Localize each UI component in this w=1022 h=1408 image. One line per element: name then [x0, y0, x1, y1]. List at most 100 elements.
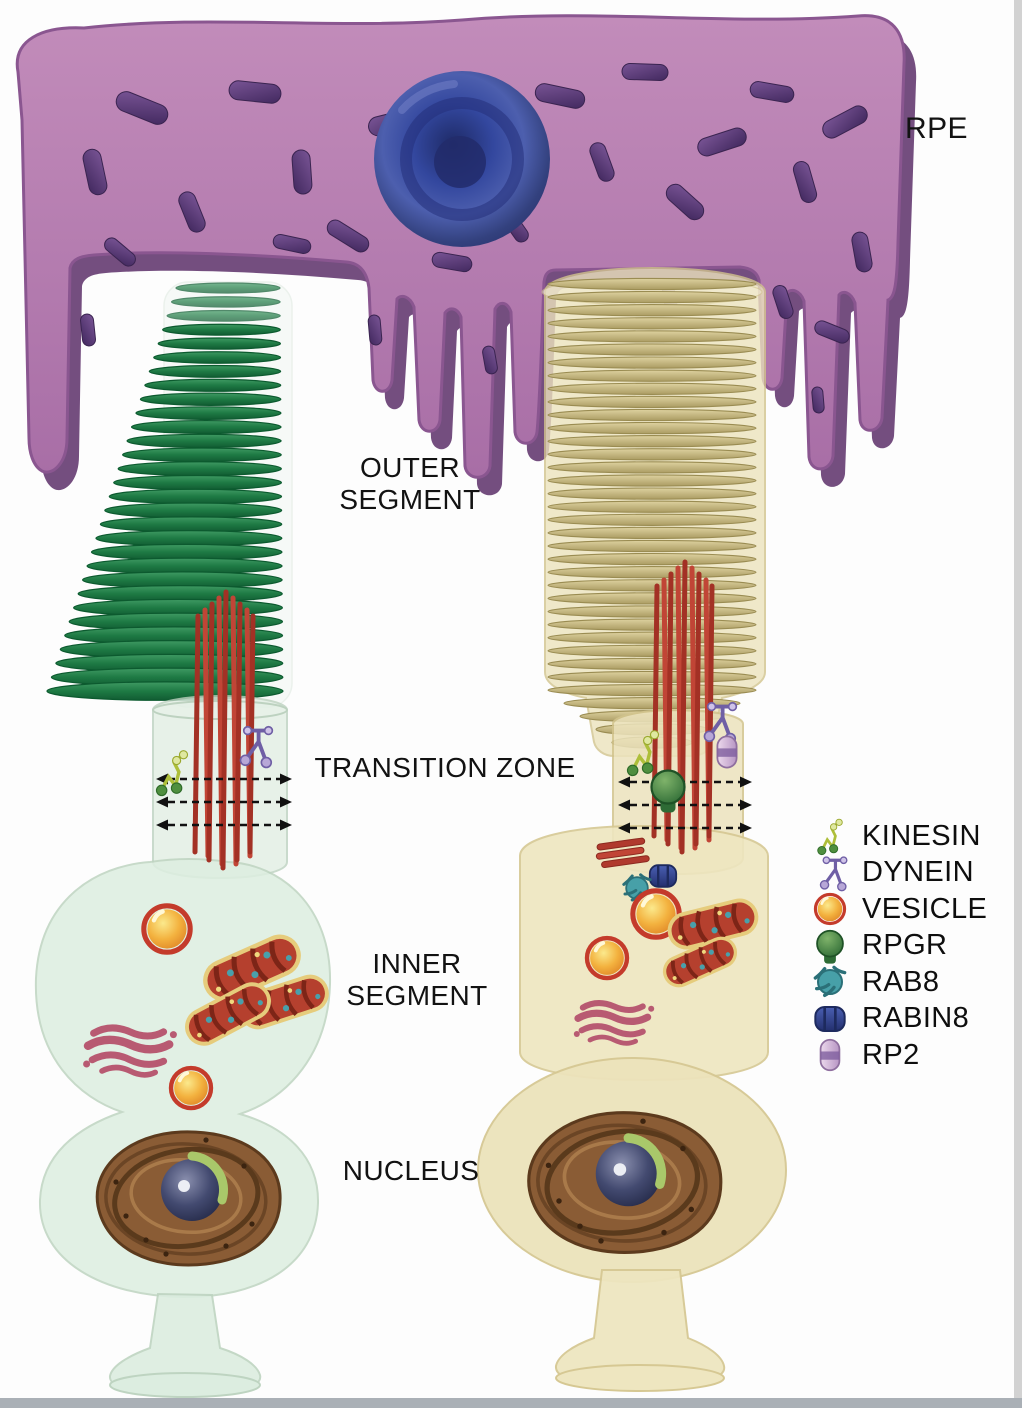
melanosome [811, 386, 825, 414]
cone-disc [547, 644, 757, 657]
melanosome [851, 231, 873, 273]
melanosome-granules [80, 62, 873, 414]
melanosome [272, 234, 312, 254]
melanosome [82, 148, 108, 196]
dynein-icon [818, 855, 849, 893]
barrier-arrowhead [280, 819, 292, 831]
rod-disc [130, 419, 282, 435]
cone-disc [547, 369, 757, 382]
cone-disc [547, 552, 757, 566]
microtubule [247, 613, 256, 855]
barrier-arrowhead [280, 796, 292, 808]
cone-disc [547, 382, 757, 395]
cone-disc [547, 513, 757, 526]
rabin8-icon [648, 864, 678, 888]
transition-zone-label: TRANSITION ZONE [314, 752, 576, 783]
melanosome [482, 345, 498, 375]
barrier-arrowhead [156, 819, 168, 831]
outer-segment-label: OUTER SEGMENT [339, 452, 481, 516]
barrier-arrowhead [740, 799, 752, 811]
rod-disc [113, 474, 283, 491]
cone-disc [547, 408, 757, 422]
barrier-arrowhead [156, 796, 168, 808]
legend-item-rpgr: RPGR [810, 928, 987, 965]
barrier-arrowhead [740, 776, 752, 788]
barrier-arrowhead [618, 799, 630, 811]
cone-disc [547, 421, 757, 435]
cone-nucleus [529, 1113, 721, 1253]
rod-photoreceptor [34, 281, 331, 1398]
cone-disc [547, 395, 757, 409]
melanosome [534, 83, 586, 109]
cone-disc [547, 592, 757, 605]
cone-foot [555, 1364, 725, 1392]
cone-disc [547, 670, 757, 684]
rod-disc [166, 309, 281, 322]
melanosome [665, 183, 705, 221]
cone-disc [547, 683, 757, 697]
cone-disc [547, 317, 757, 330]
microtubule [192, 613, 201, 855]
rod-axoneme-microtubules [192, 589, 256, 871]
window-right-edge [1014, 0, 1022, 1408]
cone-disc [547, 435, 757, 448]
rod-disc [153, 351, 282, 364]
legend-label: VESICLE [862, 892, 988, 925]
legend-item-vesicle: VESICLE [810, 891, 987, 928]
melanosome [178, 191, 206, 233]
melanosome [772, 284, 794, 320]
rpe-label: RPE [905, 112, 968, 145]
melanosome [291, 149, 313, 195]
cone-disc [547, 290, 757, 304]
melanosome [589, 142, 615, 182]
cone-disc [547, 304, 757, 317]
melanosome [749, 81, 795, 103]
rod-disc [104, 502, 283, 519]
melanosome [367, 314, 383, 346]
rpgr-icon [816, 929, 844, 965]
cone-disc [547, 356, 757, 369]
legend-label: DYNEIN [862, 856, 974, 889]
vesicle [144, 906, 190, 952]
legend-item-dynein: DYNEIN [810, 855, 987, 893]
melanosome [431, 251, 473, 273]
cone-disc [547, 461, 757, 474]
legend-label: RP2 [862, 1038, 920, 1071]
vesicle-icon [813, 893, 847, 926]
cone-disc [547, 618, 757, 631]
rod-disc [148, 364, 282, 378]
melanosome [792, 161, 818, 203]
cone-disc [547, 657, 757, 671]
rod-disc [108, 488, 283, 505]
cone-disc [547, 448, 757, 461]
rod-foot [109, 1372, 261, 1398]
vesicle [171, 1068, 211, 1108]
cone-disc [547, 330, 757, 343]
rod-outer-segment-discs [46, 282, 284, 701]
melanosome [822, 105, 868, 139]
cone-disc [547, 566, 757, 579]
melanosome [228, 80, 282, 104]
legend-label: RPGR [862, 929, 948, 962]
rod-disc [162, 323, 281, 336]
cone-disc [547, 277, 757, 291]
rod-disc [139, 392, 282, 406]
melanosome [80, 313, 96, 347]
legend-item-kinesin: KINESIN [810, 818, 987, 857]
cone-diffusion-barrier-arrows [618, 776, 752, 834]
cone-outer-segment-discs [547, 277, 757, 749]
cone-photoreceptor [477, 266, 787, 1392]
rod-disc [170, 296, 281, 308]
window-bottom-edge [0, 1398, 1022, 1408]
rod-disc [126, 433, 282, 449]
melanosome [326, 219, 370, 253]
barrier-arrowhead [618, 822, 630, 834]
rod-disc [122, 447, 282, 463]
microtubule [206, 601, 215, 863]
inner-segment-label: INNER SEGMENT [346, 948, 488, 1012]
rod-diffusion-barrier-arrows [156, 773, 292, 831]
rab8-icon [813, 965, 847, 998]
cone-disc [547, 605, 757, 618]
